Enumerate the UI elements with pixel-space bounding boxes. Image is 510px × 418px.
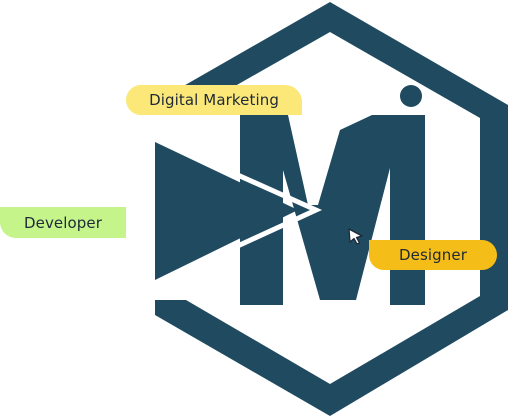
tag-designer: Designer <box>369 240 497 270</box>
letter-m-shape <box>240 115 425 305</box>
cursor-arrow-icon <box>348 228 363 245</box>
play-triangle-shape <box>155 142 298 280</box>
tag-developer-label: Developer <box>23 213 103 232</box>
tag-digital-marketing-label: Digital Marketing <box>149 91 279 109</box>
tag-digital-marketing: Digital Marketing <box>126 85 302 115</box>
tag-designer-label: Designer <box>399 246 467 264</box>
letter-i-dot <box>400 85 422 107</box>
tag-developer: Developer <box>0 207 126 238</box>
arrow-cut-line <box>153 135 323 287</box>
